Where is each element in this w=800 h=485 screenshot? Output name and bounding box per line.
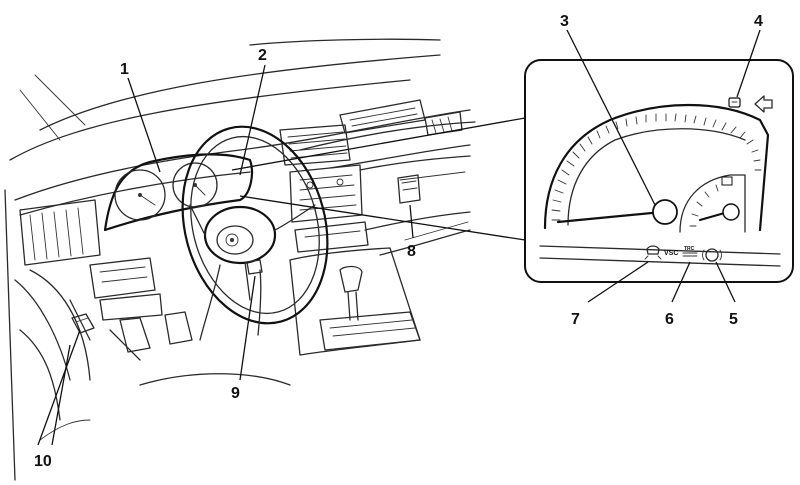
skid-indicator-icon (644, 245, 662, 260)
callout-1: 1 (120, 61, 129, 78)
brake-indicator-icon (702, 248, 722, 262)
callout-10: 10 (34, 453, 52, 470)
gauge-inset: VSC TRC (231, 59, 794, 283)
arrow-left-icon (754, 95, 773, 113)
callout-3: 3 (560, 13, 569, 30)
callout-numbers: 1 2 3 4 5 6 7 8 9 10 (34, 13, 763, 470)
callout-5: 5 (729, 311, 738, 328)
dashboard-drawing (4, 38, 476, 481)
trc-indicator-label: TRC (684, 246, 695, 252)
trc-indicator-icon: TRC (682, 246, 698, 257)
warning-lamp-icon (728, 97, 741, 108)
callout-4: 4 (754, 13, 763, 30)
leader-lines (37, 29, 761, 446)
callout-7: 7 (571, 311, 580, 328)
callout-2: 2 (258, 47, 267, 64)
speedo-ticks (551, 113, 762, 221)
vsc-indicator-label: VSC (664, 250, 678, 257)
callout-8: 8 (407, 243, 416, 260)
callout-9: 9 (231, 385, 240, 402)
callout-6: 6 (665, 311, 674, 328)
